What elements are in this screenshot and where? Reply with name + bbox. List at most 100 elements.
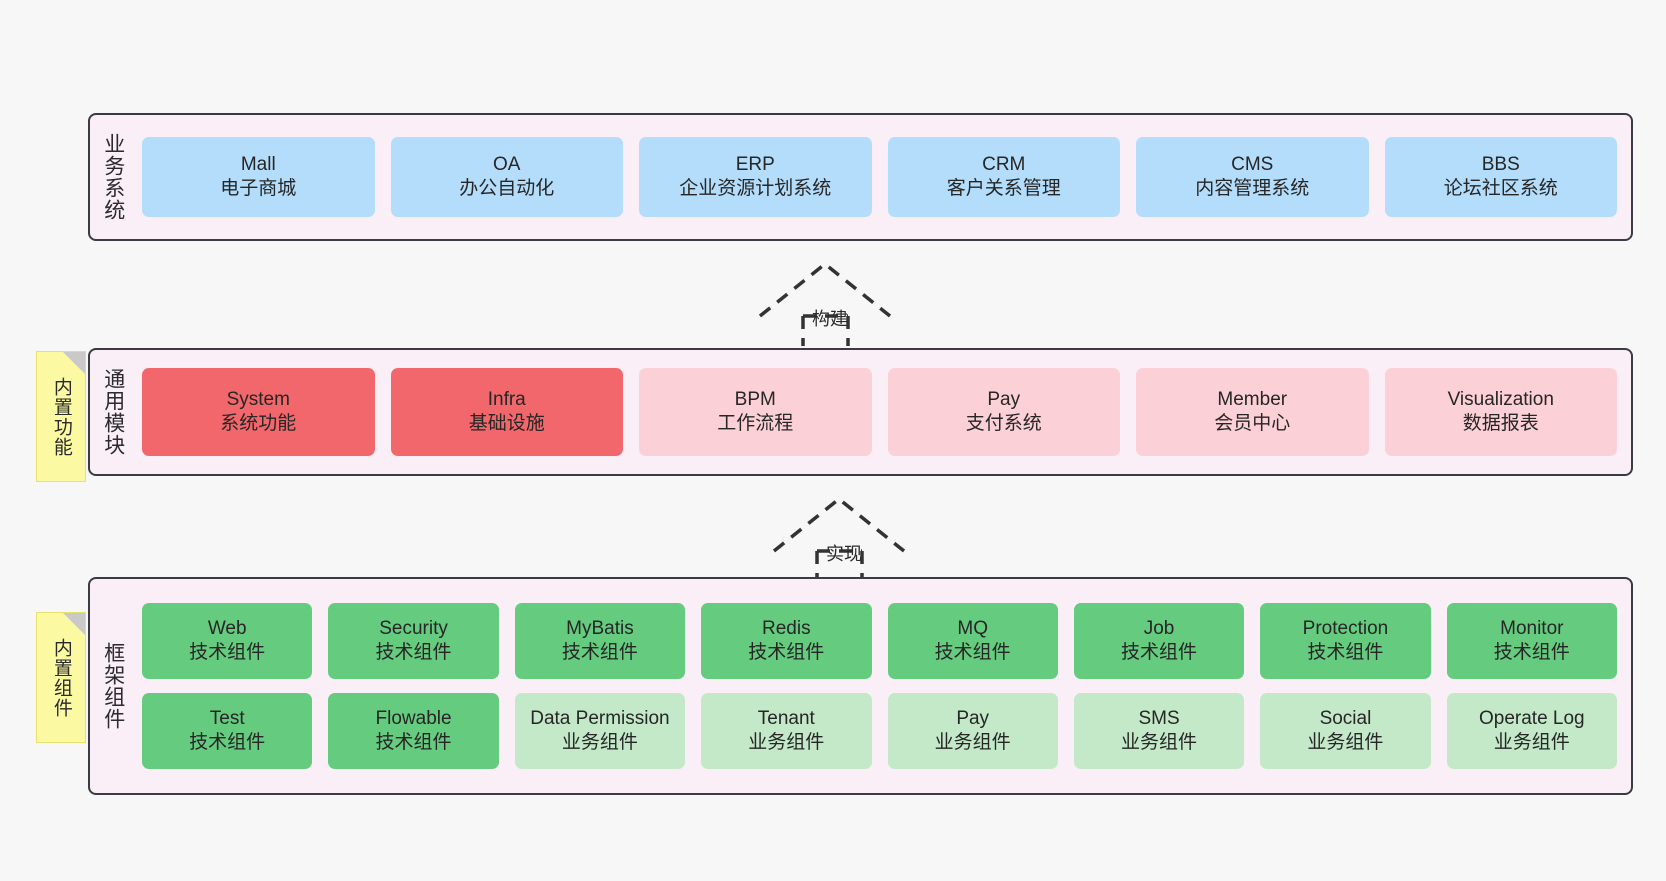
note-builtin-function: 内置功能 xyxy=(36,351,86,482)
card-subtitle: 办公自动化 xyxy=(459,178,555,199)
card-mybatis[interactable]: MyBatis 技术组件 xyxy=(514,603,686,679)
card-bbs[interactable]: BBS 论坛社区系统 xyxy=(1384,137,1617,217)
card-row: Mall 电子商城 OA 办公自动化 ERP 企业资源计划系统 CRM 客户关系… xyxy=(142,137,1617,217)
card-subtitle: 业务组件 xyxy=(934,732,1011,753)
card-title: MQ xyxy=(957,617,988,639)
card-row: System 系统功能 Infra 基础设施 BPM 工作流程 Pay 支付系统… xyxy=(142,368,1617,456)
card-test[interactable]: Test 技术组件 xyxy=(142,693,313,769)
note-builtin-component: 内置组件 xyxy=(36,612,86,743)
card-erp[interactable]: ERP 企业资源计划系统 xyxy=(639,137,872,217)
card-title: CRM xyxy=(982,153,1026,175)
layer-body-business-system: Mall 电子商城 OA 办公自动化 ERP 企业资源计划系统 CRM 客户关系… xyxy=(136,115,1631,239)
card-title: Pay xyxy=(956,707,990,729)
card-title: System xyxy=(226,388,290,410)
card-crm[interactable]: CRM 客户关系管理 xyxy=(887,137,1120,217)
card-title: Visualization xyxy=(1447,388,1554,410)
card-title: Monitor xyxy=(1500,617,1564,639)
card-tenant[interactable]: Tenant 业务组件 xyxy=(701,693,872,769)
card-subtitle: 数据报表 xyxy=(1462,413,1539,434)
card-subtitle: 客户关系管理 xyxy=(946,178,1061,199)
connector-build-label: 构建 xyxy=(812,309,848,329)
card-redis[interactable]: Redis 技术组件 xyxy=(701,603,872,679)
card-subtitle: 业务组件 xyxy=(1121,732,1198,753)
connector-implement-label: 实现 xyxy=(826,544,862,564)
card-title: Member xyxy=(1217,388,1288,410)
card-subtitle: 工作流程 xyxy=(717,413,794,434)
card-subtitle: 业务组件 xyxy=(1307,732,1384,753)
card-subtitle: 企业资源计划系统 xyxy=(679,178,832,199)
note-fold-corner-icon xyxy=(63,613,85,635)
note-label: 内置组件 xyxy=(50,637,72,718)
card-subtitle: 技术组件 xyxy=(1307,642,1384,663)
card-job[interactable]: Job 技术组件 xyxy=(1073,603,1245,679)
card-monitor[interactable]: Monitor 技术组件 xyxy=(1446,603,1617,679)
card-title: BPM xyxy=(734,388,776,410)
card-subtitle: 技术组件 xyxy=(375,732,452,753)
card-mq[interactable]: MQ 技术组件 xyxy=(887,603,1058,679)
card-title: Web xyxy=(207,617,247,639)
card-operate-log[interactable]: Operate Log 业务组件 xyxy=(1446,693,1617,769)
card-mall[interactable]: Mall 电子商城 xyxy=(142,137,375,217)
card-web[interactable]: Web 技术组件 xyxy=(142,603,313,679)
card-subtitle: 基础设施 xyxy=(468,413,545,434)
card-row: Test 技术组件 Flowable 技术组件 Data Permission … xyxy=(142,693,1617,769)
note-fold-corner-icon xyxy=(63,352,85,374)
layer-business-system: 业务系统 Mall 电子商城 OA 办公自动化 ERP 企业资源计划系统 CRM… xyxy=(88,113,1633,241)
card-flowable[interactable]: Flowable 技术组件 xyxy=(328,693,499,769)
card-title: Pay xyxy=(987,388,1021,410)
card-title: Security xyxy=(379,617,448,639)
card-title: ERP xyxy=(735,153,775,175)
card-title: Infra xyxy=(487,388,526,410)
card-subtitle: 内容管理系统 xyxy=(1195,178,1310,199)
card-subtitle: 技术组件 xyxy=(1493,642,1570,663)
card-title: BBS xyxy=(1481,153,1520,175)
layer-body-common-module: System 系统功能 Infra 基础设施 BPM 工作流程 Pay 支付系统… xyxy=(136,350,1631,474)
card-row: Web 技术组件 Security 技术组件 MyBatis 技术组件 Redi… xyxy=(142,603,1617,679)
card-title: Operate Log xyxy=(1478,707,1585,729)
card-title: Test xyxy=(209,707,245,729)
card-subtitle: 论坛社区系统 xyxy=(1443,178,1558,199)
card-subtitle: 技术组件 xyxy=(561,642,638,663)
card-title: Tenant xyxy=(757,707,815,729)
card-subtitle: 技术组件 xyxy=(1121,642,1198,663)
card-subtitle: 会员中心 xyxy=(1214,413,1291,434)
card-title: Job xyxy=(1143,617,1175,639)
connector-implement: 实现 xyxy=(769,493,929,583)
card-visualization[interactable]: Visualization 数据报表 xyxy=(1384,368,1617,456)
layer-body-framework-component: Web 技术组件 Security 技术组件 MyBatis 技术组件 Redi… xyxy=(136,579,1631,793)
card-subtitle: 技术组件 xyxy=(189,732,266,753)
card-subtitle: 业务组件 xyxy=(561,732,638,753)
card-title: CMS xyxy=(1231,153,1274,175)
card-cms[interactable]: CMS 内容管理系统 xyxy=(1136,137,1369,217)
card-pay[interactable]: Pay 支付系统 xyxy=(887,368,1120,456)
card-security[interactable]: Security 技术组件 xyxy=(328,603,499,679)
note-label: 内置功能 xyxy=(50,376,72,457)
card-subtitle: 业务组件 xyxy=(748,732,825,753)
card-social[interactable]: Social 业务组件 xyxy=(1260,693,1431,769)
card-title: Protection xyxy=(1302,617,1389,639)
card-title: MyBatis xyxy=(566,617,634,639)
card-subtitle: 技术组件 xyxy=(934,642,1011,663)
card-bpm[interactable]: BPM 工作流程 xyxy=(639,368,872,456)
card-subtitle: 支付系统 xyxy=(965,413,1042,434)
card-title: Redis xyxy=(762,617,811,639)
card-protection[interactable]: Protection 技术组件 xyxy=(1260,603,1431,679)
layer-common-module: 通用模块 System 系统功能 Infra 基础设施 BPM 工作流程 Pay… xyxy=(88,348,1633,476)
card-title: Flowable xyxy=(375,707,452,729)
card-member[interactable]: Member 会员中心 xyxy=(1136,368,1369,456)
card-sms[interactable]: SMS 业务组件 xyxy=(1073,693,1245,769)
card-title: Data Permission xyxy=(530,707,670,729)
card-pay-business[interactable]: Pay 业务组件 xyxy=(887,693,1058,769)
card-title: SMS xyxy=(1138,707,1180,729)
card-infra[interactable]: Infra 基础设施 xyxy=(390,368,623,456)
connector-build: 构建 xyxy=(755,258,915,348)
card-oa[interactable]: OA 办公自动化 xyxy=(390,137,623,217)
card-subtitle: 电子商城 xyxy=(220,178,297,199)
card-subtitle: 技术组件 xyxy=(748,642,825,663)
card-data-permission[interactable]: Data Permission 业务组件 xyxy=(514,693,686,769)
card-system[interactable]: System 系统功能 xyxy=(142,368,375,456)
layer-framework-component: 框架组件 Web 技术组件 Security 技术组件 MyBatis 技术组件… xyxy=(88,577,1633,795)
card-subtitle: 技术组件 xyxy=(189,642,266,663)
card-title: Mall xyxy=(240,153,276,175)
